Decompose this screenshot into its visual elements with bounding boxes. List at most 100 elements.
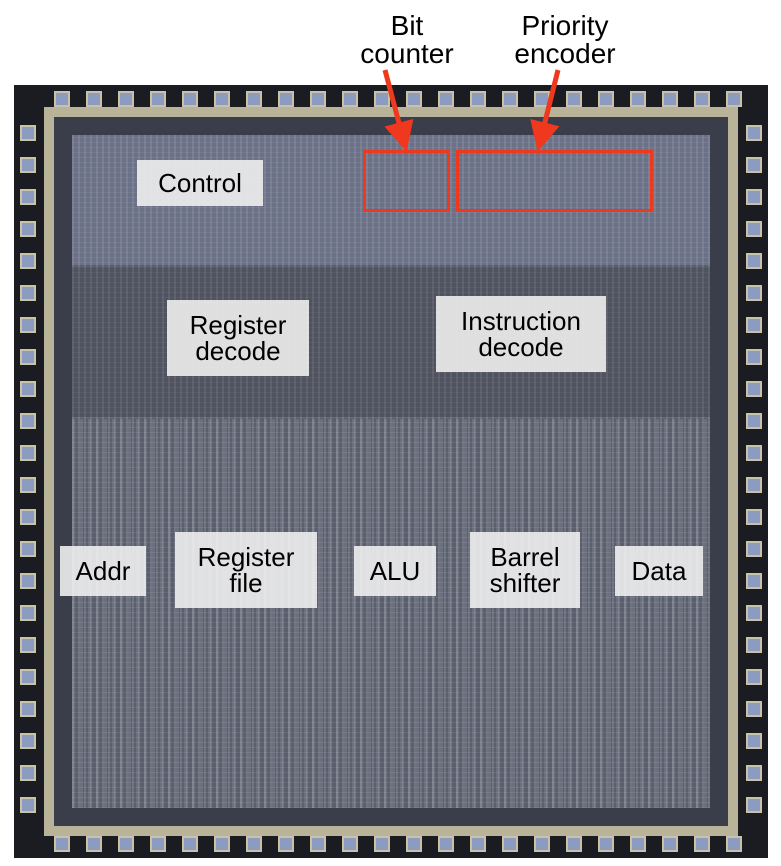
bond-pad (310, 91, 326, 107)
bond-pad (438, 836, 454, 852)
label-alu: ALU (354, 546, 436, 596)
label-control: Control (137, 160, 263, 206)
bond-pad (20, 477, 36, 493)
bond-pad (406, 91, 422, 107)
bond-pad (746, 221, 762, 237)
bond-pad (746, 349, 762, 365)
bond-pad (598, 836, 614, 852)
bond-pad (534, 836, 550, 852)
bond-pad (54, 836, 70, 852)
bond-pad (150, 91, 166, 107)
bond-pad (118, 836, 134, 852)
bond-pad (746, 573, 762, 589)
bond-pad (470, 836, 486, 852)
bond-pad (214, 91, 230, 107)
bond-pad (20, 637, 36, 653)
bond-pad (566, 91, 582, 107)
bond-pad (246, 91, 262, 107)
bond-pad (438, 91, 454, 107)
bond-pad (662, 836, 678, 852)
callout-line: Bit (390, 10, 424, 41)
label-data: Data (615, 546, 703, 596)
bond-pad (20, 157, 36, 173)
bond-pad (20, 125, 36, 141)
bond-pad (746, 381, 762, 397)
bond-pad (20, 413, 36, 429)
bond-pad (566, 836, 582, 852)
bond-pad (406, 836, 422, 852)
bond-pad (746, 317, 762, 333)
callout-line: counter (360, 38, 454, 69)
bond-pad (662, 91, 678, 107)
bond-pad (694, 836, 710, 852)
bond-pad (746, 477, 762, 493)
bond-pad (746, 445, 762, 461)
bond-pad (342, 836, 358, 852)
bond-pad (746, 701, 762, 717)
callout-bit-counter: Bit counter (352, 12, 462, 68)
bond-pad (118, 91, 134, 107)
bond-pad (746, 605, 762, 621)
bond-pad (746, 637, 762, 653)
bond-pad (20, 445, 36, 461)
bond-pad (342, 91, 358, 107)
bond-pad (630, 91, 646, 107)
bond-pad (214, 836, 230, 852)
bond-pad (374, 91, 390, 107)
bond-pad (278, 91, 294, 107)
bond-pad (20, 573, 36, 589)
bond-pad (310, 836, 326, 852)
bond-pad (20, 317, 36, 333)
bond-pad (278, 836, 294, 852)
bond-pad (746, 285, 762, 301)
bond-pad (726, 91, 742, 107)
priority-encoder-arrow (530, 69, 561, 152)
bond-pad (746, 669, 762, 685)
bond-pad (20, 381, 36, 397)
bond-pad (20, 349, 36, 365)
bond-pad (470, 91, 486, 107)
datapath-region (72, 419, 710, 808)
bond-pad (20, 797, 36, 813)
bond-pad (502, 836, 518, 852)
bond-pad (182, 836, 198, 852)
label-addr: Addr (60, 546, 146, 596)
bond-pad (54, 91, 70, 107)
bond-pad (726, 836, 742, 852)
bond-pad (20, 253, 36, 269)
bond-pad (182, 91, 198, 107)
bond-pad (746, 541, 762, 557)
bond-pad (20, 733, 36, 749)
bond-pad (746, 413, 762, 429)
bond-pad (502, 91, 518, 107)
callout-line: Priority (521, 10, 609, 41)
bond-pad (150, 836, 166, 852)
bond-pad (20, 285, 36, 301)
bond-pad (746, 765, 762, 781)
bond-pad (746, 253, 762, 269)
bond-pad (374, 836, 390, 852)
bond-pad (20, 509, 36, 525)
bond-pad (746, 189, 762, 205)
bond-pad (746, 509, 762, 525)
bond-pad (246, 836, 262, 852)
bond-pad (20, 765, 36, 781)
bond-pad (20, 605, 36, 621)
bond-pad (20, 701, 36, 717)
bit-counter-arrow (382, 69, 414, 152)
bond-pad (20, 669, 36, 685)
callout-line: encoder (514, 38, 616, 69)
bond-pad (598, 91, 614, 107)
callout-priority-encoder: Priority encoder (495, 12, 635, 68)
bond-pad (694, 91, 710, 107)
bond-pad (20, 541, 36, 557)
bond-pad (20, 189, 36, 205)
bond-pad (746, 797, 762, 813)
bond-pad (746, 125, 762, 141)
bond-pad (746, 733, 762, 749)
